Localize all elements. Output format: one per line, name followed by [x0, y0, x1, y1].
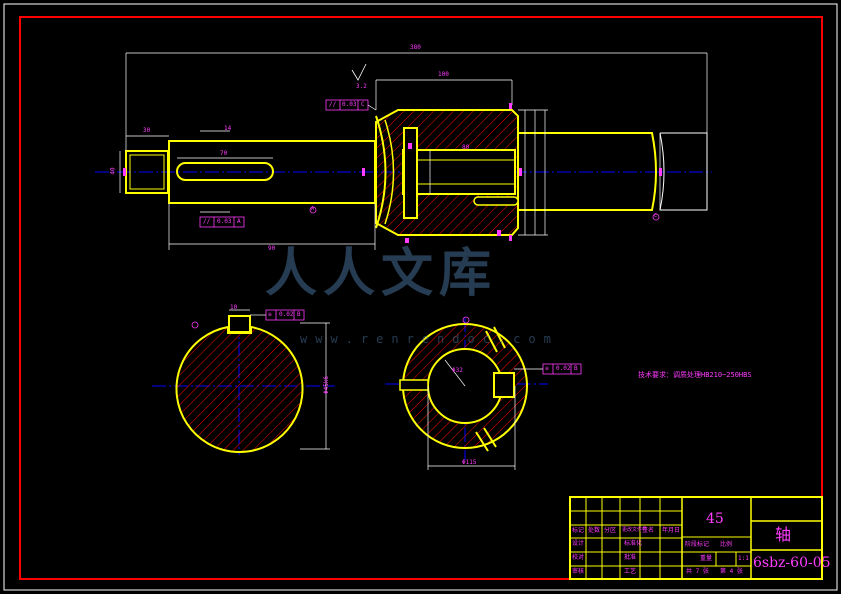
dim-keyway-length: 70: [220, 150, 228, 157]
dim-shaft-section: 90: [268, 245, 276, 252]
tol-b-right-datum: B: [574, 365, 578, 372]
dimension-lines: [119, 52, 708, 250]
head-key: [403, 127, 418, 219]
datum-marker-a: [309, 206, 317, 214]
tol-b-left-datum: B: [297, 311, 301, 318]
title-block-row: 年月日: [662, 527, 681, 534]
dim-bore-label: Φ32: [452, 367, 463, 374]
section-left-dims: [229, 309, 330, 450]
tolerance-frame-c: [325, 99, 377, 111]
dim-dia-a: Φ45k6: [323, 375, 331, 395]
section-left-circle: [175, 325, 304, 453]
tol-c-datum: C: [361, 101, 365, 108]
title-block-row: 分区: [604, 527, 617, 534]
tol-c-value: 0.03: [342, 101, 357, 108]
title-block-row: 审核: [572, 568, 585, 575]
title-block-row: 签名: [642, 527, 655, 534]
tol-b-right-symbol: ≡: [545, 365, 549, 372]
dim-chamfer: 3.2: [356, 83, 367, 90]
title-block-row: 处数: [588, 527, 601, 534]
title-block-part-name: 轴: [775, 525, 792, 544]
title-block-row: 阶段标记: [685, 541, 710, 548]
datum-marker-c: [652, 213, 660, 221]
dim-end-diameter: 40: [109, 167, 117, 175]
tol-b-left-symbol: ≡: [268, 311, 272, 318]
dim-inner-bore: 80: [462, 144, 470, 151]
title-block-row: 标准化: [624, 540, 643, 547]
dim-head-length: 100: [438, 71, 449, 78]
title-block-material: 45: [706, 511, 724, 527]
title-block-row: 工艺: [624, 568, 637, 575]
title-block-scale-value: 1:1: [738, 555, 749, 562]
head-curve-left: [375, 115, 387, 229]
tol-c-symbol: //: [329, 101, 337, 108]
title-block-sheets-total: 共 7 张: [686, 568, 709, 575]
technical-requirements: 技术要求：调质处理HB210~250HBS: [638, 371, 752, 379]
right-shaft: [518, 132, 657, 211]
section-marker-a: A: [311, 206, 315, 212]
tol-b-left-value: 0.02: [279, 311, 294, 318]
title-block-row: 批准: [624, 554, 637, 561]
title-block-row: 更改文件号: [622, 527, 648, 533]
dim-markers: [123, 103, 662, 243]
tol-b-right-value: 0.02: [556, 365, 571, 372]
section-left-marker: [191, 321, 199, 329]
section-left-keyway: [228, 315, 251, 333]
section-right-pin: [399, 379, 429, 391]
surface-finish-symbol: [351, 63, 367, 81]
inner-border: [19, 16, 823, 580]
watermark-brand: 人人文库: [265, 243, 498, 304]
dim-dia-b: Φ115: [462, 459, 477, 466]
shaft-left-end-inner: [129, 154, 165, 190]
section-marker-c: C: [654, 213, 658, 219]
dim-overall-length: 380: [410, 44, 421, 51]
tol-a-datum: A: [237, 218, 241, 225]
tol-a-value: 0.03: [217, 218, 232, 225]
dim-slot-width: 14: [224, 125, 232, 132]
tolerance-frame-b-right: [514, 363, 582, 375]
tolerance-frame-b-left: [250, 309, 305, 321]
section-right-keyway: [493, 372, 515, 398]
head-curve-inner: [384, 119, 395, 225]
watermark-url: www.renrendoc.com: [300, 332, 559, 346]
section-right-slots: [475, 326, 506, 452]
title-block: [569, 496, 823, 580]
title-block-row: 重量: [700, 555, 713, 562]
title-block-scale-label: 比例: [720, 541, 733, 548]
outer-border: [3, 3, 838, 591]
keyway-slot: [176, 162, 274, 181]
head-bore: [402, 149, 516, 195]
section-right-marker: [462, 316, 470, 324]
title-block-row: 标记: [572, 527, 585, 534]
tol-a-symbol: //: [203, 218, 211, 225]
dim-end-width: 30: [143, 127, 151, 134]
section-right-dims: [427, 359, 516, 470]
head-pin-hole: [473, 196, 519, 206]
right-shaft-break: [659, 132, 708, 211]
title-block-row: 设计: [572, 540, 585, 547]
title-block-row: 校对: [572, 554, 585, 561]
title-block-sheet-no: 第 4 张: [720, 568, 743, 575]
title-block-drawing-number: 6sbz-60-05: [753, 555, 831, 571]
dim-key-width: 10: [230, 304, 238, 311]
tolerance-frame-a: [199, 216, 245, 228]
